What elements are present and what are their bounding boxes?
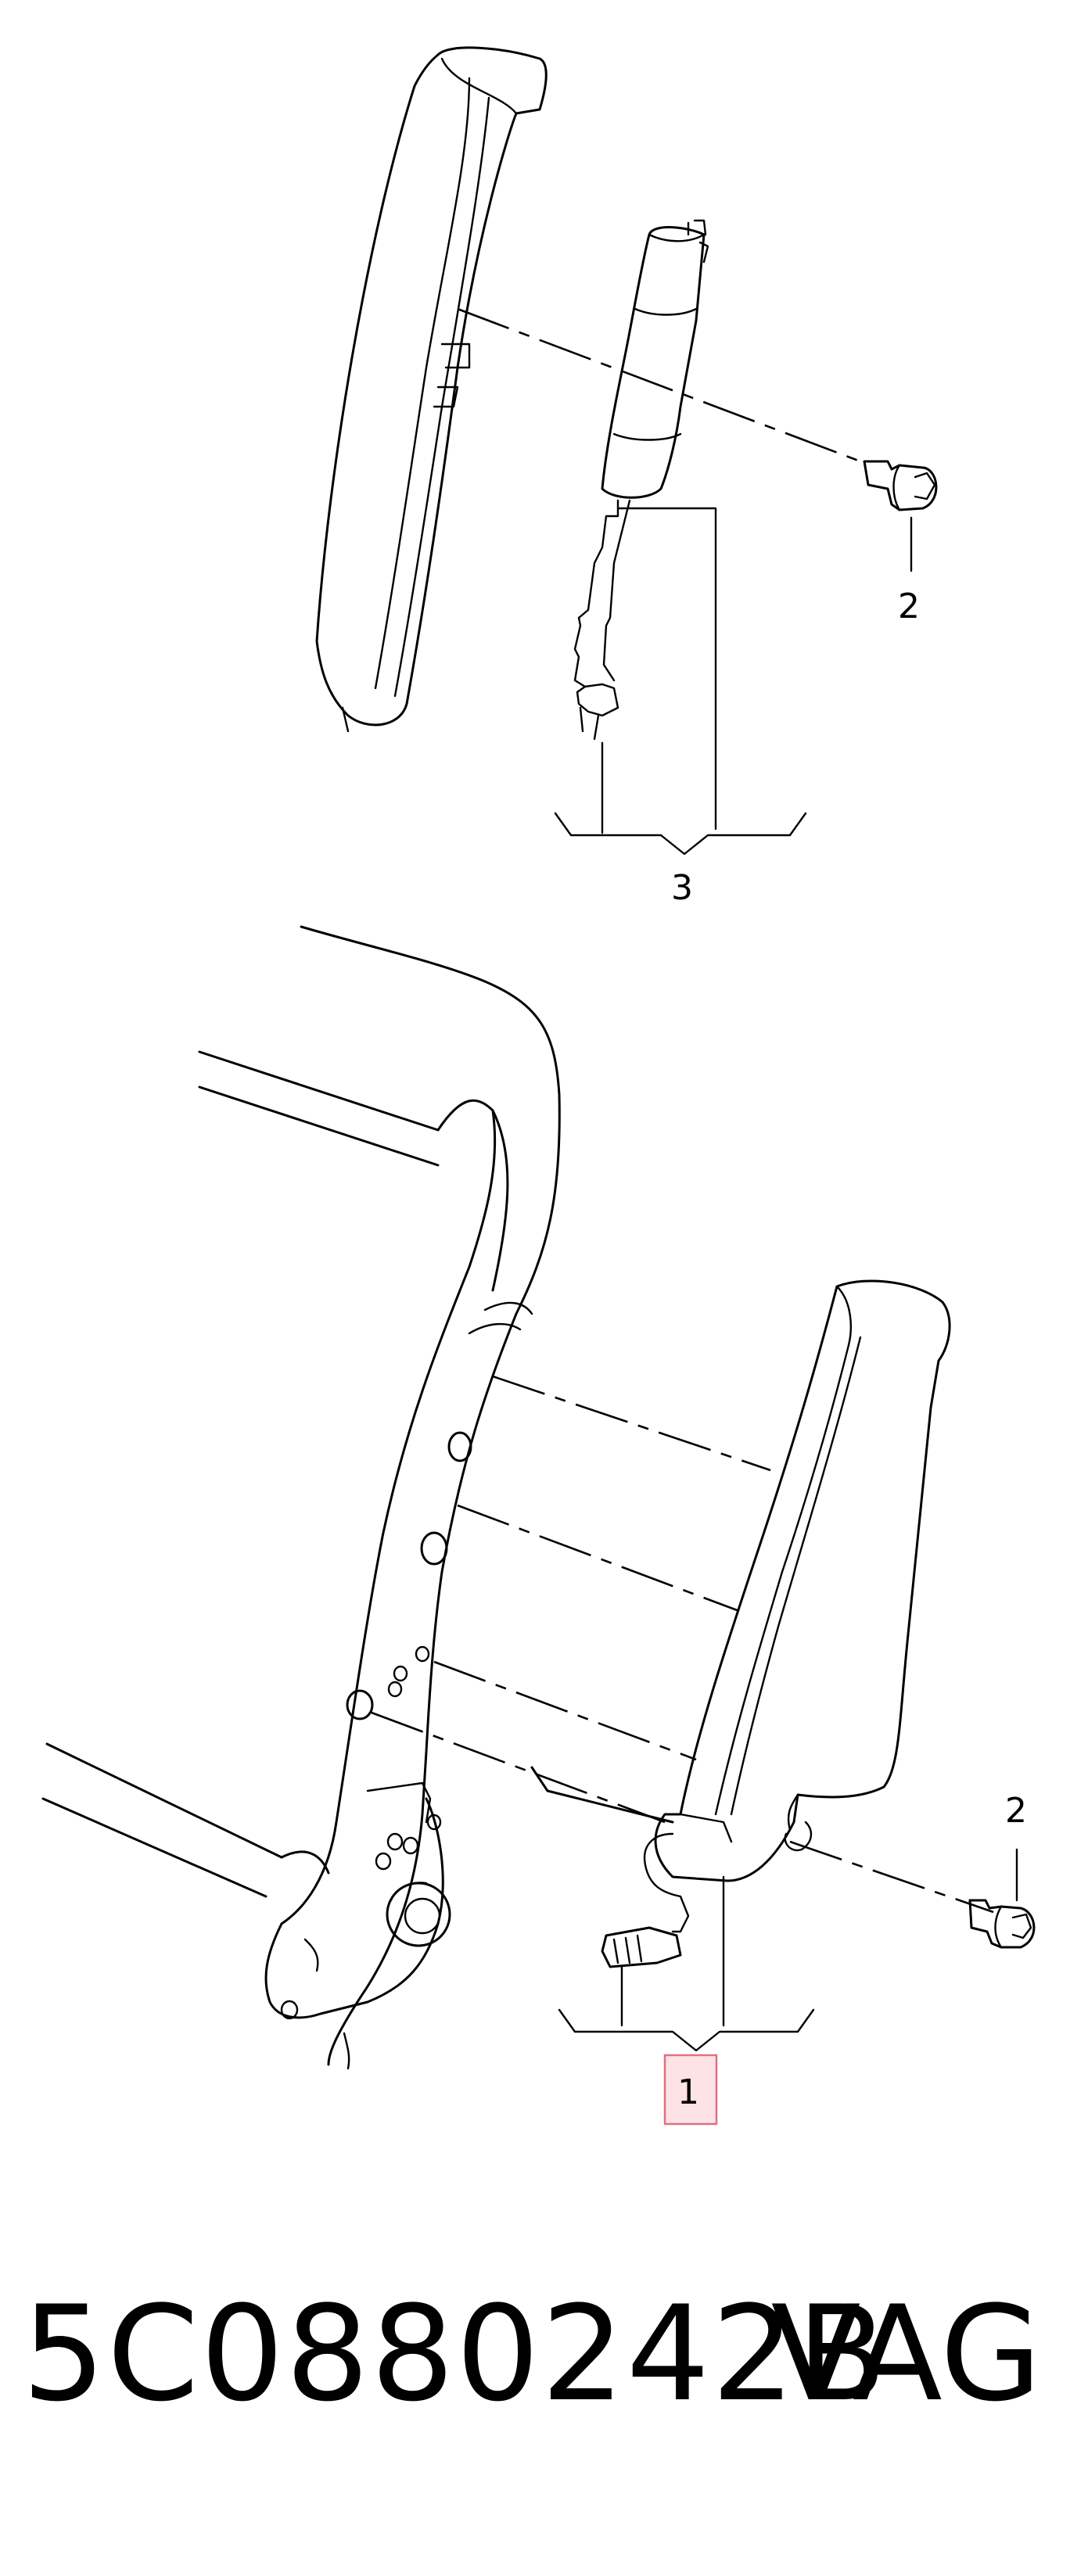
upper-leader-line <box>457 307 861 463</box>
parts-diagram: 2 3 <box>41 46 1036 2126</box>
part-number: 5C0880242B <box>22 2277 889 2431</box>
seat-frame <box>41 925 561 2070</box>
upper-airbag-module <box>573 219 709 741</box>
lower-airbag-highlight <box>663 2054 718 2126</box>
upper-screw-callout: 2 <box>898 587 920 626</box>
footer: 5C0880242B VAG <box>0 2260 1070 2448</box>
lower-leader-line-4 <box>371 1711 666 1824</box>
lower-leader-line-1 <box>492 1375 771 1472</box>
upper-airbag-bracket <box>554 507 807 856</box>
brand-label: VAG <box>770 2277 1042 2431</box>
lower-leader-line-2 <box>457 1504 740 1613</box>
lower-airbag-module <box>530 1279 951 1968</box>
lower-screw-leader-line <box>789 1840 994 1914</box>
upper-screw <box>863 460 938 572</box>
lower-screw <box>968 1848 1036 1949</box>
upper-airbag-callout: 3 <box>671 868 693 908</box>
lower-airbag-bracket <box>558 1875 815 2052</box>
lower-airbag-callout: 1 <box>677 2072 699 2112</box>
lower-leader-line-3 <box>433 1660 697 1761</box>
upper-seat-panel <box>315 46 548 733</box>
lower-screw-callout: 2 <box>1005 1791 1027 1831</box>
